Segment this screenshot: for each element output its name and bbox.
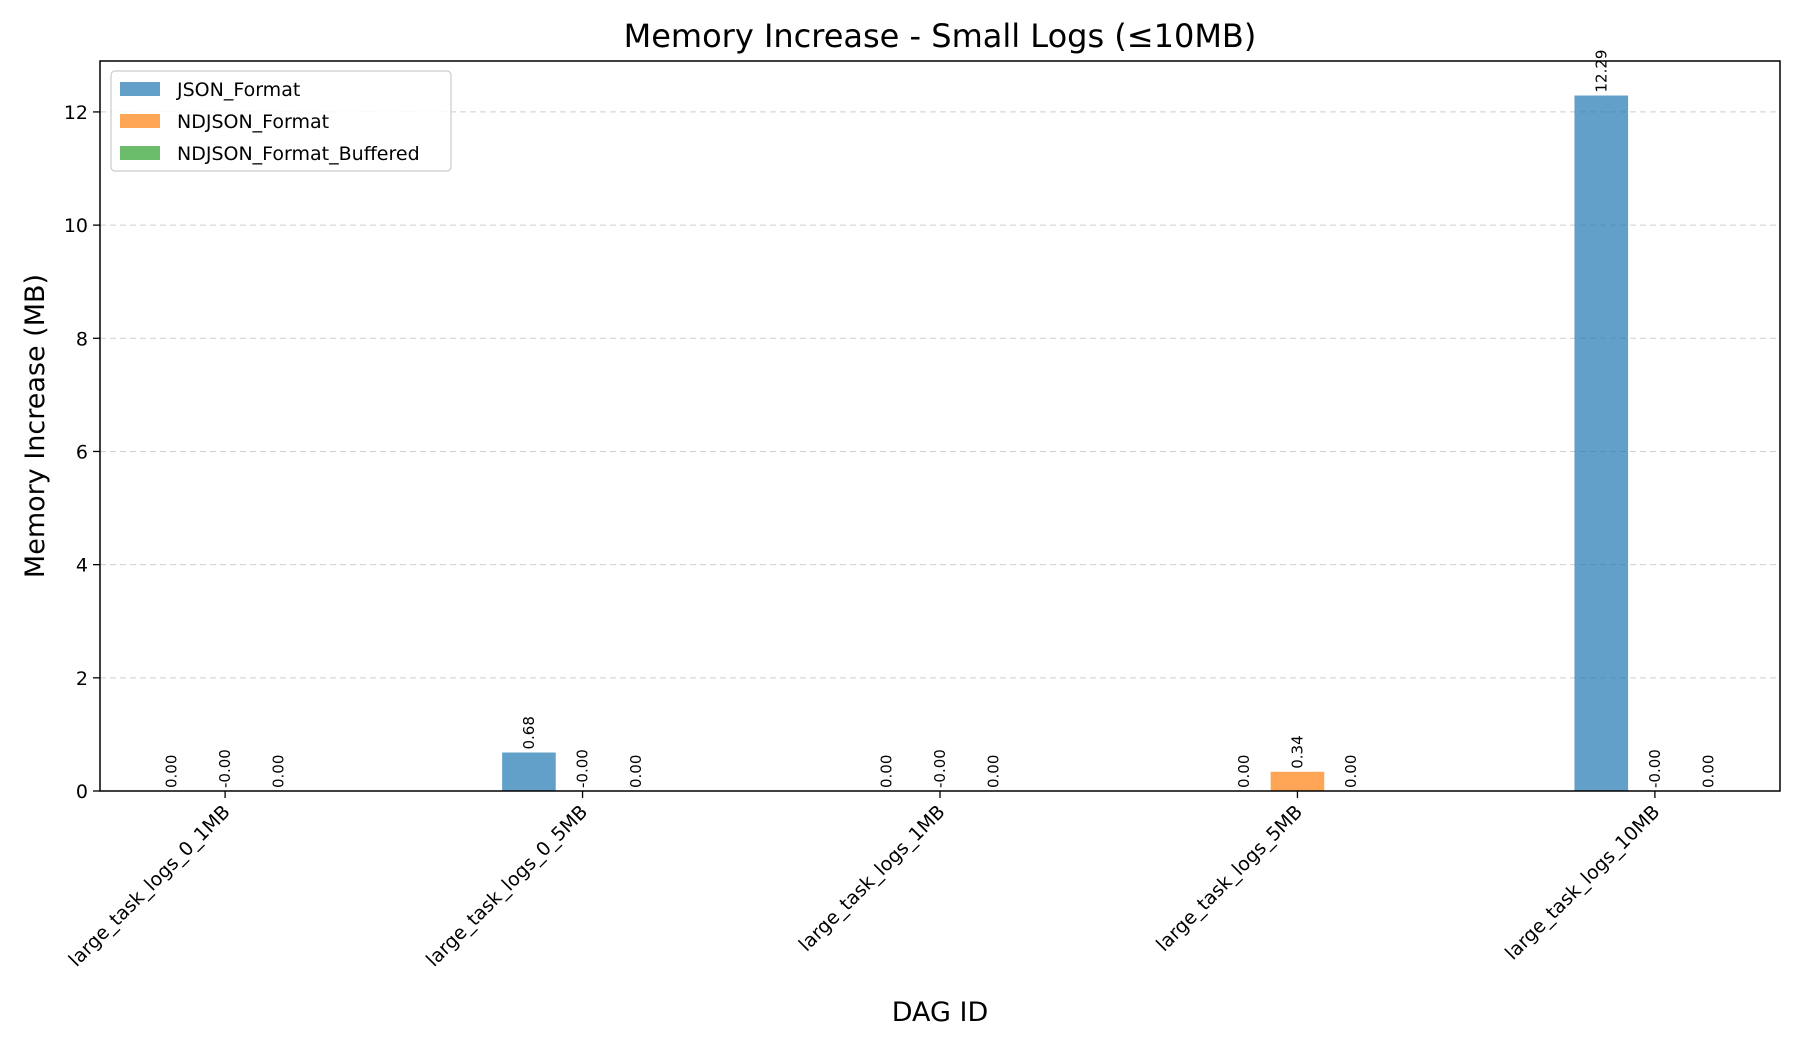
y-tick-label: 10	[64, 215, 88, 237]
bar-value-label: -0.00	[574, 749, 592, 788]
x-axis-ticks: large_task_logs_0_1MB large_task_logs_0_5…	[64, 791, 1664, 971]
chart-title: Memory Increase - Small Logs (≤10MB)	[624, 17, 1257, 55]
y-axis-ticks: 0 2 4 6 8 10 12	[64, 102, 100, 803]
x-tick-label: large_task_logs_5MB	[1152, 801, 1307, 956]
bar-value-label: 0.00	[627, 755, 645, 788]
bar-value-label: 0.00	[162, 755, 180, 788]
y-tick-label: 2	[76, 668, 88, 690]
legend-label: JSON_Format	[176, 79, 300, 101]
bar-value-labels: 0.00 0.68 0.00 0.00 12.29 -0.00 -0.00 -0.00 0.34…	[162, 50, 1717, 788]
bar-value-label: 0.00	[270, 755, 288, 788]
bar-value-label: -0.00	[1646, 749, 1664, 788]
legend-swatch	[120, 114, 160, 128]
y-tick-label: 6	[76, 441, 88, 463]
bar-value-label: 0.00	[877, 755, 895, 788]
bar-value-label: 0.00	[1342, 755, 1360, 788]
bar-value-label: 0.00	[985, 755, 1003, 788]
bar-NDJSON_Format-large_task_logs_5MB	[1270, 771, 1325, 791]
y-tick-label: 0	[76, 781, 88, 803]
bar-JSON_Format-large_task_logs_0_5MB	[502, 752, 556, 791]
bar-value-label: 0.00	[1235, 755, 1253, 788]
x-axis-label: DAG ID	[892, 997, 989, 1028]
legend: JSON_FormatNDJSON_FormatNDJSON_Format_Bu…	[110, 70, 452, 172]
bar-value-label: -0.00	[931, 749, 949, 788]
legend-swatch	[120, 146, 160, 160]
legend-label: NDJSON_Format	[177, 111, 329, 133]
y-tick-label: 4	[76, 555, 88, 577]
bar-value-label: 0.34	[1288, 735, 1306, 768]
x-tick-label: large_task_logs_1MB	[795, 801, 950, 956]
bar-value-label: -0.00	[216, 749, 234, 788]
y-tick-label: 12	[64, 102, 88, 124]
grid-lines	[100, 111, 1780, 792]
y-axis-label: Memory Increase (MB)	[20, 274, 51, 578]
legend-label: NDJSON_Format_Buffered	[177, 143, 420, 165]
x-tick-label: large_task_logs_10MB	[1501, 801, 1664, 964]
legend-swatch	[120, 82, 160, 96]
y-tick-label: 8	[76, 328, 88, 350]
x-tick-label: large_task_logs_0_1MB	[64, 801, 234, 971]
bar-JSON_Format-large_task_logs_10MB	[1574, 95, 1629, 791]
bars	[502, 95, 1629, 791]
bar-value-label: 0.00	[1700, 755, 1718, 788]
legend-box	[110, 70, 452, 172]
bar-value-label: 12.29	[1592, 50, 1610, 93]
bar-value-label: 0.68	[520, 716, 538, 749]
x-tick-label: large_task_logs_0_5MB	[422, 801, 592, 971]
